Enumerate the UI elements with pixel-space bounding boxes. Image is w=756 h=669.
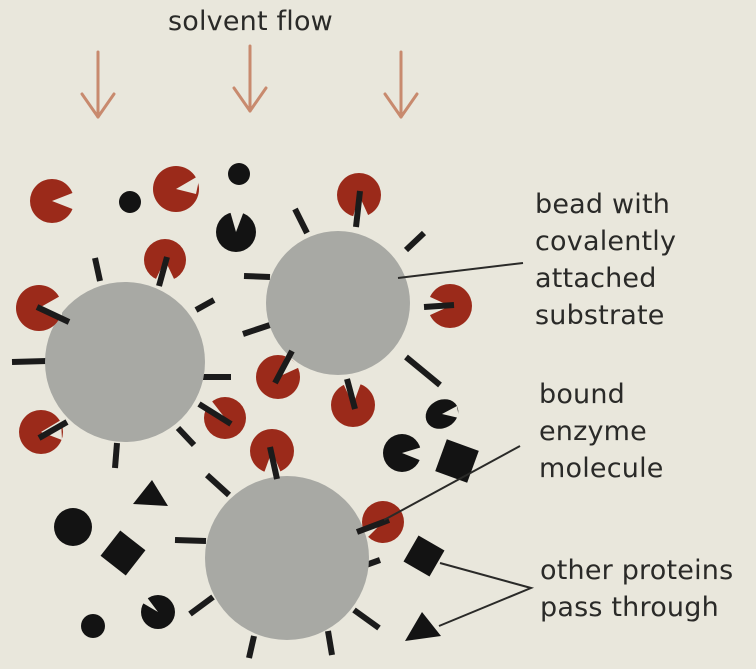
- bound-enzyme: [331, 379, 375, 427]
- protein-notched: [383, 434, 422, 472]
- protein-circle: [119, 191, 141, 213]
- protein-triangle: [405, 612, 441, 641]
- flow-arrow: [385, 52, 417, 117]
- bound-enzyme: [19, 410, 67, 454]
- bead-label-line: substrate: [535, 297, 676, 334]
- bead-leader-line: [398, 263, 523, 278]
- other-proteins-label-line: other proteins: [540, 552, 733, 589]
- bound-enzyme: [424, 284, 472, 328]
- protein-square: [404, 536, 445, 577]
- bead-label-line: bead with: [535, 186, 676, 223]
- bound-enzyme: [250, 429, 294, 479]
- bead-label-line: attached: [535, 260, 676, 297]
- enzyme-label-line: bound: [539, 376, 664, 413]
- protein-square: [101, 531, 146, 576]
- bound-enzyme: [199, 397, 246, 439]
- other-proteins-label: other proteins pass through: [540, 552, 733, 626]
- solvent-flow-text: solvent flow: [168, 3, 333, 40]
- protein-notched: [141, 595, 175, 629]
- other-proteins-label-line: pass through: [540, 589, 733, 626]
- protein-notched: [216, 211, 256, 252]
- protein-circle: [54, 508, 92, 546]
- bound-enzyme: [144, 239, 186, 286]
- bound-enzyme: [337, 173, 381, 227]
- enzyme-label: bound enzyme molecule: [539, 376, 664, 487]
- free-enzyme: [153, 166, 200, 212]
- bead-label: bead with covalently attached substrate: [535, 186, 676, 334]
- protein-triangle: [133, 480, 168, 506]
- enzyme-label-line: enzyme: [539, 413, 664, 450]
- enzyme-label-line: molecule: [539, 450, 664, 487]
- bead: [205, 476, 369, 640]
- bead: [45, 282, 205, 442]
- protein-circle: [228, 163, 250, 185]
- protein-square: [435, 439, 479, 483]
- free-enzymes: [30, 166, 200, 223]
- protein-notched: [420, 393, 463, 434]
- solvent-flow-arrows: [82, 46, 417, 117]
- free-enzyme: [30, 179, 75, 223]
- proteins-leader-line: [439, 563, 531, 626]
- flow-arrow: [82, 52, 114, 117]
- bead-label-line: covalently: [535, 223, 676, 260]
- solvent-flow-label: solvent flow: [168, 3, 333, 40]
- flow-arrow: [234, 46, 266, 111]
- protein-circle: [81, 614, 105, 638]
